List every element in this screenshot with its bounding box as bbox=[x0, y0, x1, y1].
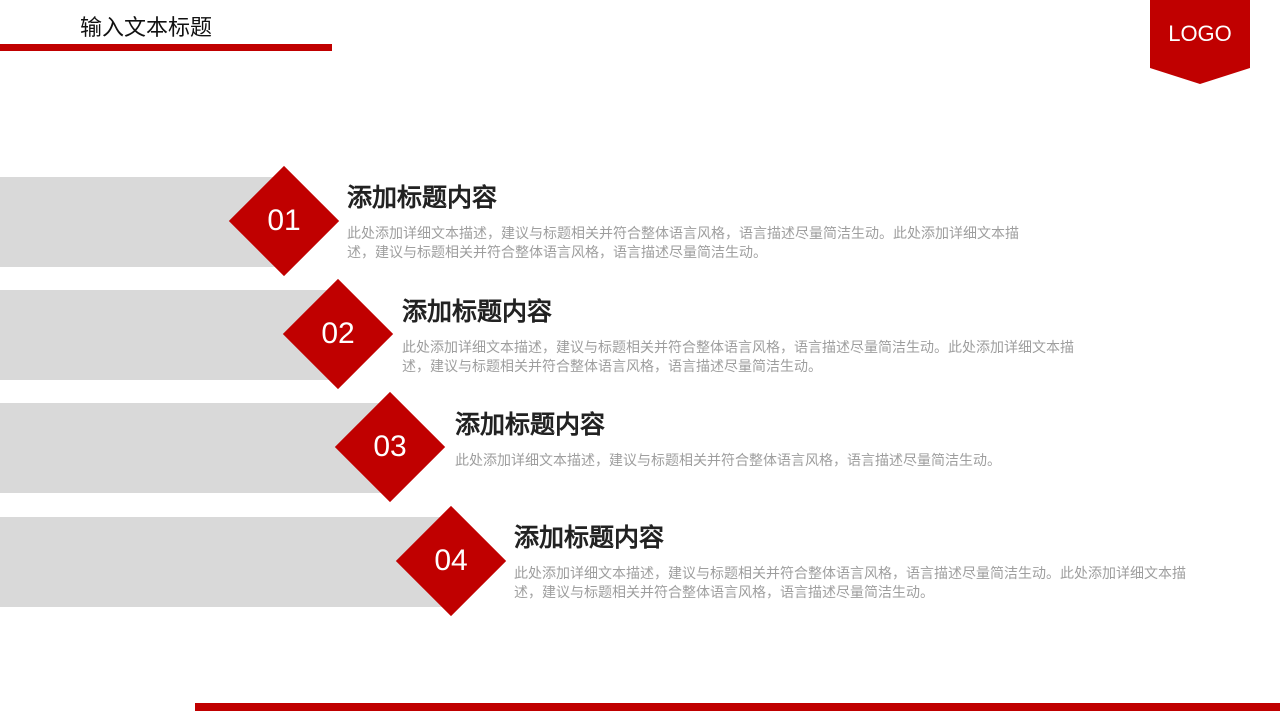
page-title: 输入文本标题 bbox=[80, 16, 213, 41]
item-number-4: 04 bbox=[434, 544, 468, 577]
item-number-2: 02 bbox=[321, 317, 355, 350]
item-desc-1: 此处添加详细文本描述，建议与标题相关并符合整体语言风格，语言描述尽量简洁生动。此… bbox=[347, 226, 1019, 261]
item-title-1: 添加标题内容 bbox=[347, 183, 498, 212]
item-band-2 bbox=[0, 290, 339, 380]
item-title-2: 添加标题内容 bbox=[402, 297, 553, 326]
logo-text: LOGO bbox=[1168, 21, 1232, 46]
item-title-4: 添加标题内容 bbox=[514, 523, 665, 552]
logo-badge: LOGO bbox=[1150, 0, 1250, 84]
item-title-3: 添加标题内容 bbox=[455, 410, 606, 439]
item-band-4 bbox=[0, 517, 452, 607]
footer-line bbox=[195, 703, 1280, 711]
header-underline bbox=[0, 44, 332, 51]
item-number-3: 03 bbox=[373, 430, 407, 463]
item-desc-4: 此处添加详细文本描述，建议与标题相关并符合整体语言风格，语言描述尽量简洁生动。此… bbox=[514, 566, 1186, 601]
item-number-1: 01 bbox=[267, 204, 301, 237]
item-band-3 bbox=[0, 403, 392, 493]
item-desc-3: 此处添加详细文本描述，建议与标题相关并符合整体语言风格，语言描述尽量简洁生动。 bbox=[455, 453, 1001, 469]
item-desc-2: 此处添加详细文本描述，建议与标题相关并符合整体语言风格，语言描述尽量简洁生动。此… bbox=[402, 340, 1074, 375]
